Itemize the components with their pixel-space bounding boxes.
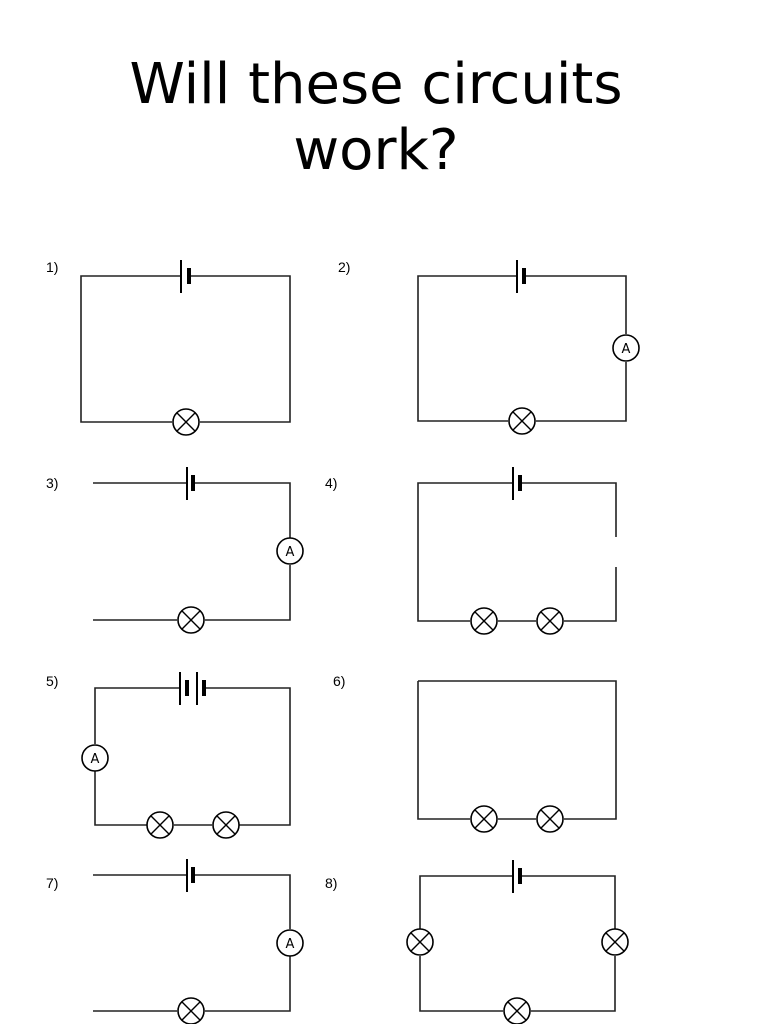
circuit-5-label: 5) xyxy=(46,673,59,689)
cell-symbol xyxy=(186,467,195,500)
lamp-symbol xyxy=(177,606,205,634)
title-line-2: work? xyxy=(293,118,459,183)
lamp-symbol xyxy=(212,811,240,839)
lamp-symbol xyxy=(536,607,564,635)
circuit-5: A xyxy=(81,672,291,839)
circuit-1-label: 1) xyxy=(46,259,59,275)
circuit-6-label: 6) xyxy=(333,673,346,689)
lamp-symbol xyxy=(146,811,174,839)
lamp-symbol xyxy=(508,407,536,435)
ammeter-label: A xyxy=(91,752,100,767)
lamp-symbol xyxy=(601,928,629,956)
page-title: Will these circuits work? xyxy=(0,52,752,184)
circuit-4 xyxy=(417,467,617,635)
ammeter-symbol: A xyxy=(276,537,304,565)
ammeter-symbol: A xyxy=(612,334,640,362)
circuit-4-label: 4) xyxy=(325,475,338,491)
circuit-5-wires xyxy=(94,687,291,826)
cell-symbol xyxy=(512,860,522,893)
circuit-3-label: 3) xyxy=(46,475,59,491)
title-line-1: Will these circuits xyxy=(129,52,623,117)
circuit-2-label: 2) xyxy=(338,259,351,275)
cell-symbol xyxy=(512,467,522,500)
ammeter-label: A xyxy=(622,342,631,357)
cell-symbol xyxy=(180,260,191,293)
ammeter-label: A xyxy=(286,545,295,560)
circuit-6 xyxy=(417,680,617,833)
circuit-7-wires xyxy=(93,874,291,1012)
lamp-symbol xyxy=(536,805,564,833)
ammeter-symbol: A xyxy=(81,744,109,772)
circuit-1-wires xyxy=(80,275,291,423)
circuit-1 xyxy=(80,260,291,436)
circuit-2-wires xyxy=(417,275,627,422)
circuit-3: A xyxy=(93,467,304,634)
ammeter-label: A xyxy=(286,937,295,952)
lamp-symbol xyxy=(470,607,498,635)
circuit-6-wires xyxy=(417,680,617,820)
circuit-8 xyxy=(406,860,629,1024)
lamp-symbol xyxy=(177,997,205,1024)
battery-symbol xyxy=(179,672,206,705)
circuit-7: A xyxy=(93,859,304,1024)
cell-symbol xyxy=(186,859,195,892)
circuit-7-label: 7) xyxy=(46,875,59,891)
circuit-3-wires xyxy=(93,482,291,621)
circuit-8-label: 8) xyxy=(325,875,338,891)
circuit-4-wires xyxy=(417,482,617,622)
lamp-symbol xyxy=(470,805,498,833)
ammeter-symbol: A xyxy=(276,929,304,957)
lamp-symbol xyxy=(406,928,434,956)
cell-symbol xyxy=(516,260,526,293)
circuit-2: A xyxy=(417,260,640,435)
lamp-symbol xyxy=(503,997,531,1024)
lamp-symbol xyxy=(172,408,200,436)
circuit-8-wires xyxy=(419,875,616,1012)
